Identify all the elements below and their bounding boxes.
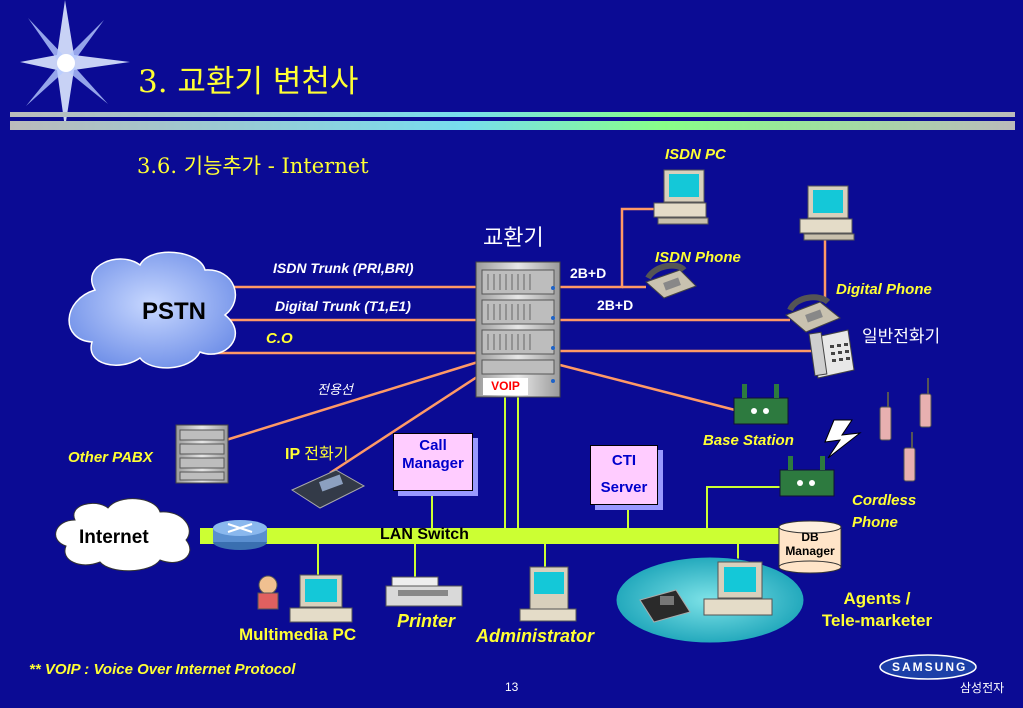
digital-phone-icon bbox=[785, 294, 841, 333]
isdn-trunk-label: ISDN Trunk (PRI,BRI) bbox=[273, 260, 414, 276]
ip-phone-icon bbox=[290, 469, 366, 509]
isdn-pc-icon bbox=[653, 169, 709, 225]
printer-label: Printer bbox=[397, 611, 456, 631]
co-label: C.O bbox=[266, 330, 293, 347]
db-manager-label: DB Manager bbox=[785, 530, 835, 558]
cordless-handset-icon bbox=[879, 378, 932, 482]
base-station-2-icon bbox=[779, 456, 835, 497]
dedicated-line-label: 전용선 bbox=[317, 383, 353, 398]
digital-phone-pc-icon bbox=[799, 185, 855, 241]
router-icon bbox=[213, 520, 267, 550]
samsung-logo bbox=[879, 654, 977, 680]
header-band-top bbox=[10, 112, 1015, 117]
connector-lines bbox=[210, 207, 827, 475]
lightning-icon bbox=[824, 419, 862, 459]
isdn-phone-icon bbox=[645, 262, 697, 299]
internet-label: Internet bbox=[79, 527, 149, 548]
link-2bd-label-2: 2B+D bbox=[597, 297, 634, 313]
isdn-pc-label: ISDN PC bbox=[665, 146, 726, 163]
page-subtitle: 3.6. 기능추가 - Internet bbox=[137, 154, 369, 178]
exchange-label: 교환기 bbox=[483, 226, 544, 251]
multimedia-pc-label: Multimedia PC bbox=[239, 625, 357, 644]
general-phone-label: 일반전화기 bbox=[862, 327, 941, 347]
lan-drops bbox=[317, 396, 780, 577]
lan-bus bbox=[200, 528, 790, 544]
footnote: ** VOIP : Voice Over Internet Protocol bbox=[29, 661, 296, 678]
db-manager-icon bbox=[778, 520, 842, 574]
general-phone-icon bbox=[808, 329, 855, 379]
internet-cloud bbox=[55, 498, 191, 572]
other-pabx-icon bbox=[175, 424, 229, 484]
digital-phone-label: Digital Phone bbox=[836, 281, 932, 298]
star-icon bbox=[20, 0, 130, 128]
header-band-bottom bbox=[10, 121, 1015, 130]
multimedia-pc-icon bbox=[257, 574, 353, 623]
pstn-label: PSTN bbox=[142, 298, 207, 325]
digital-trunk-label: Digital Trunk (T1,E1) bbox=[275, 298, 411, 314]
voip-badge: VOIP bbox=[483, 378, 528, 395]
agents-area bbox=[615, 556, 805, 644]
pstn-cloud bbox=[68, 251, 237, 369]
ip-phone-label: IP 전화기 bbox=[285, 444, 349, 463]
base-station-label: Base Station bbox=[703, 432, 794, 449]
isdn-phone-label: ISDN Phone bbox=[655, 249, 741, 266]
lan-switch-label: LAN Switch bbox=[380, 526, 469, 543]
samsung-logo-text: SAMSUNG bbox=[892, 660, 968, 674]
exchange-server-icon bbox=[475, 261, 561, 398]
administrator-label: Administrator bbox=[476, 626, 595, 646]
page-number: 13 bbox=[505, 680, 519, 694]
company-name: 삼성전자 bbox=[960, 681, 1005, 695]
administrator-pc-icon bbox=[519, 566, 577, 622]
page-title: 3. 교환기 변천사 bbox=[138, 64, 359, 100]
base-station-icon bbox=[733, 384, 789, 425]
agents-label: Agents /Tele-marketer bbox=[821, 589, 933, 630]
printer-icon bbox=[385, 576, 463, 607]
link-2bd-label-1: 2B+D bbox=[570, 265, 607, 281]
call-manager-box: Call Manager bbox=[393, 433, 473, 491]
cti-server-box: CTI Server bbox=[590, 445, 658, 505]
other-pabx-label: Other PABX bbox=[68, 449, 153, 466]
